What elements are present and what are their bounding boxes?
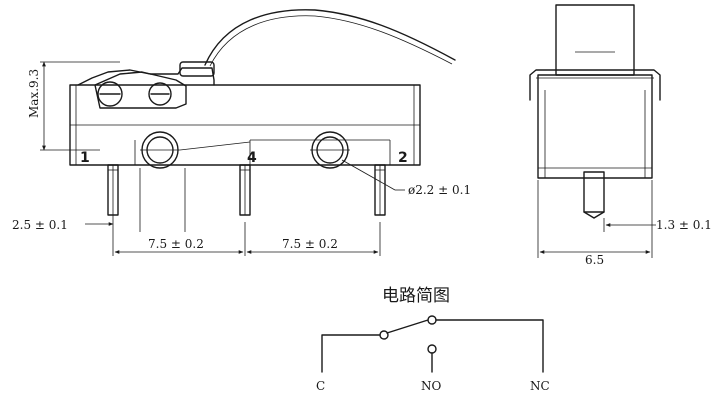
dim-hole-diameter-label: ø2.2 ± 0.1 [408, 183, 471, 197]
side-lever [555, 4, 635, 76]
dim-max-height-label: Max.9.3 [27, 69, 41, 118]
lever-wire [204, 9, 456, 66]
dim-pitch: 7.5 ± 0.2 7.5 ± 0.2 [112, 168, 381, 256]
contact-c [379, 330, 389, 340]
side-pin [583, 171, 605, 213]
dim-pin-offset-label: 2.5 ± 0.1 [12, 218, 68, 232]
contact-nc [427, 315, 437, 325]
dim-side-width-label: 6.5 [585, 253, 604, 267]
side-view [529, 4, 661, 219]
mounting-hole-right [310, 131, 350, 169]
terminal-label-2: 2 [398, 150, 408, 166]
dim-side-thickness: 1.3 ± 0.1 [603, 218, 712, 232]
dim-side-thickness-label: 1.3 ± 0.1 [656, 218, 712, 232]
side-body [537, 74, 653, 179]
side-top-cap [529, 69, 661, 101]
lever-arm [94, 71, 187, 109]
hole-leader [179, 141, 251, 151]
pivot-circle-right [148, 82, 172, 106]
terminal-label-1: 1 [80, 150, 90, 166]
dim-side-width: 6.5 [537, 180, 653, 267]
mounting-hole-left [140, 131, 180, 169]
label-nc: NC [530, 379, 550, 393]
label-no: NO [421, 379, 442, 393]
actuator-button [179, 61, 215, 77]
dim-hole-diameter: ø2.2 ± 0.1 [341, 159, 471, 197]
label-c: C [316, 379, 325, 393]
dim-max-height: Max.9.3 [27, 61, 120, 151]
terminal-label-4: 4 [247, 150, 257, 166]
circuit-diagram: 电路简图 C NO NC [316, 286, 550, 393]
front-view: 1 4 2 [69, 9, 456, 216]
terminal-partition [134, 139, 391, 165]
circuit-title: 电路简图 [382, 286, 450, 306]
dim-pitch-right-label: 7.5 ± 0.2 [282, 237, 338, 251]
dim-pin-offset: 2.5 ± 0.1 [12, 215, 114, 232]
contact-no [427, 344, 437, 354]
lever-wire-inner [209, 15, 453, 67]
dim-pitch-left-label: 7.5 ± 0.2 [148, 237, 204, 251]
pivot-circle-left [97, 81, 123, 107]
